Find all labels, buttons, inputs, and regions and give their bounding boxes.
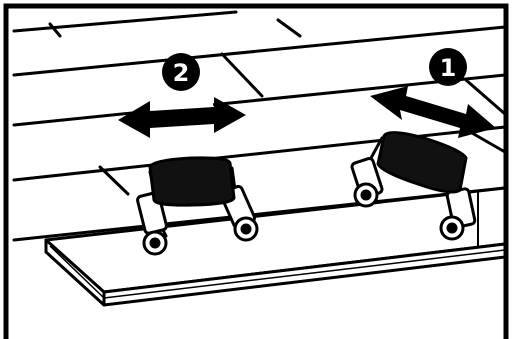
step-badge-2: 2 (162, 53, 200, 91)
roller-axle-left (362, 191, 370, 199)
roller-drum (150, 158, 234, 205)
step-number: 2 (173, 59, 190, 87)
step-number: 1 (440, 54, 457, 82)
roller-axle-right (448, 224, 456, 232)
roller-axle-right (242, 225, 250, 233)
roller-axle-left (151, 239, 159, 247)
step-badge-1: 1 (429, 48, 467, 86)
